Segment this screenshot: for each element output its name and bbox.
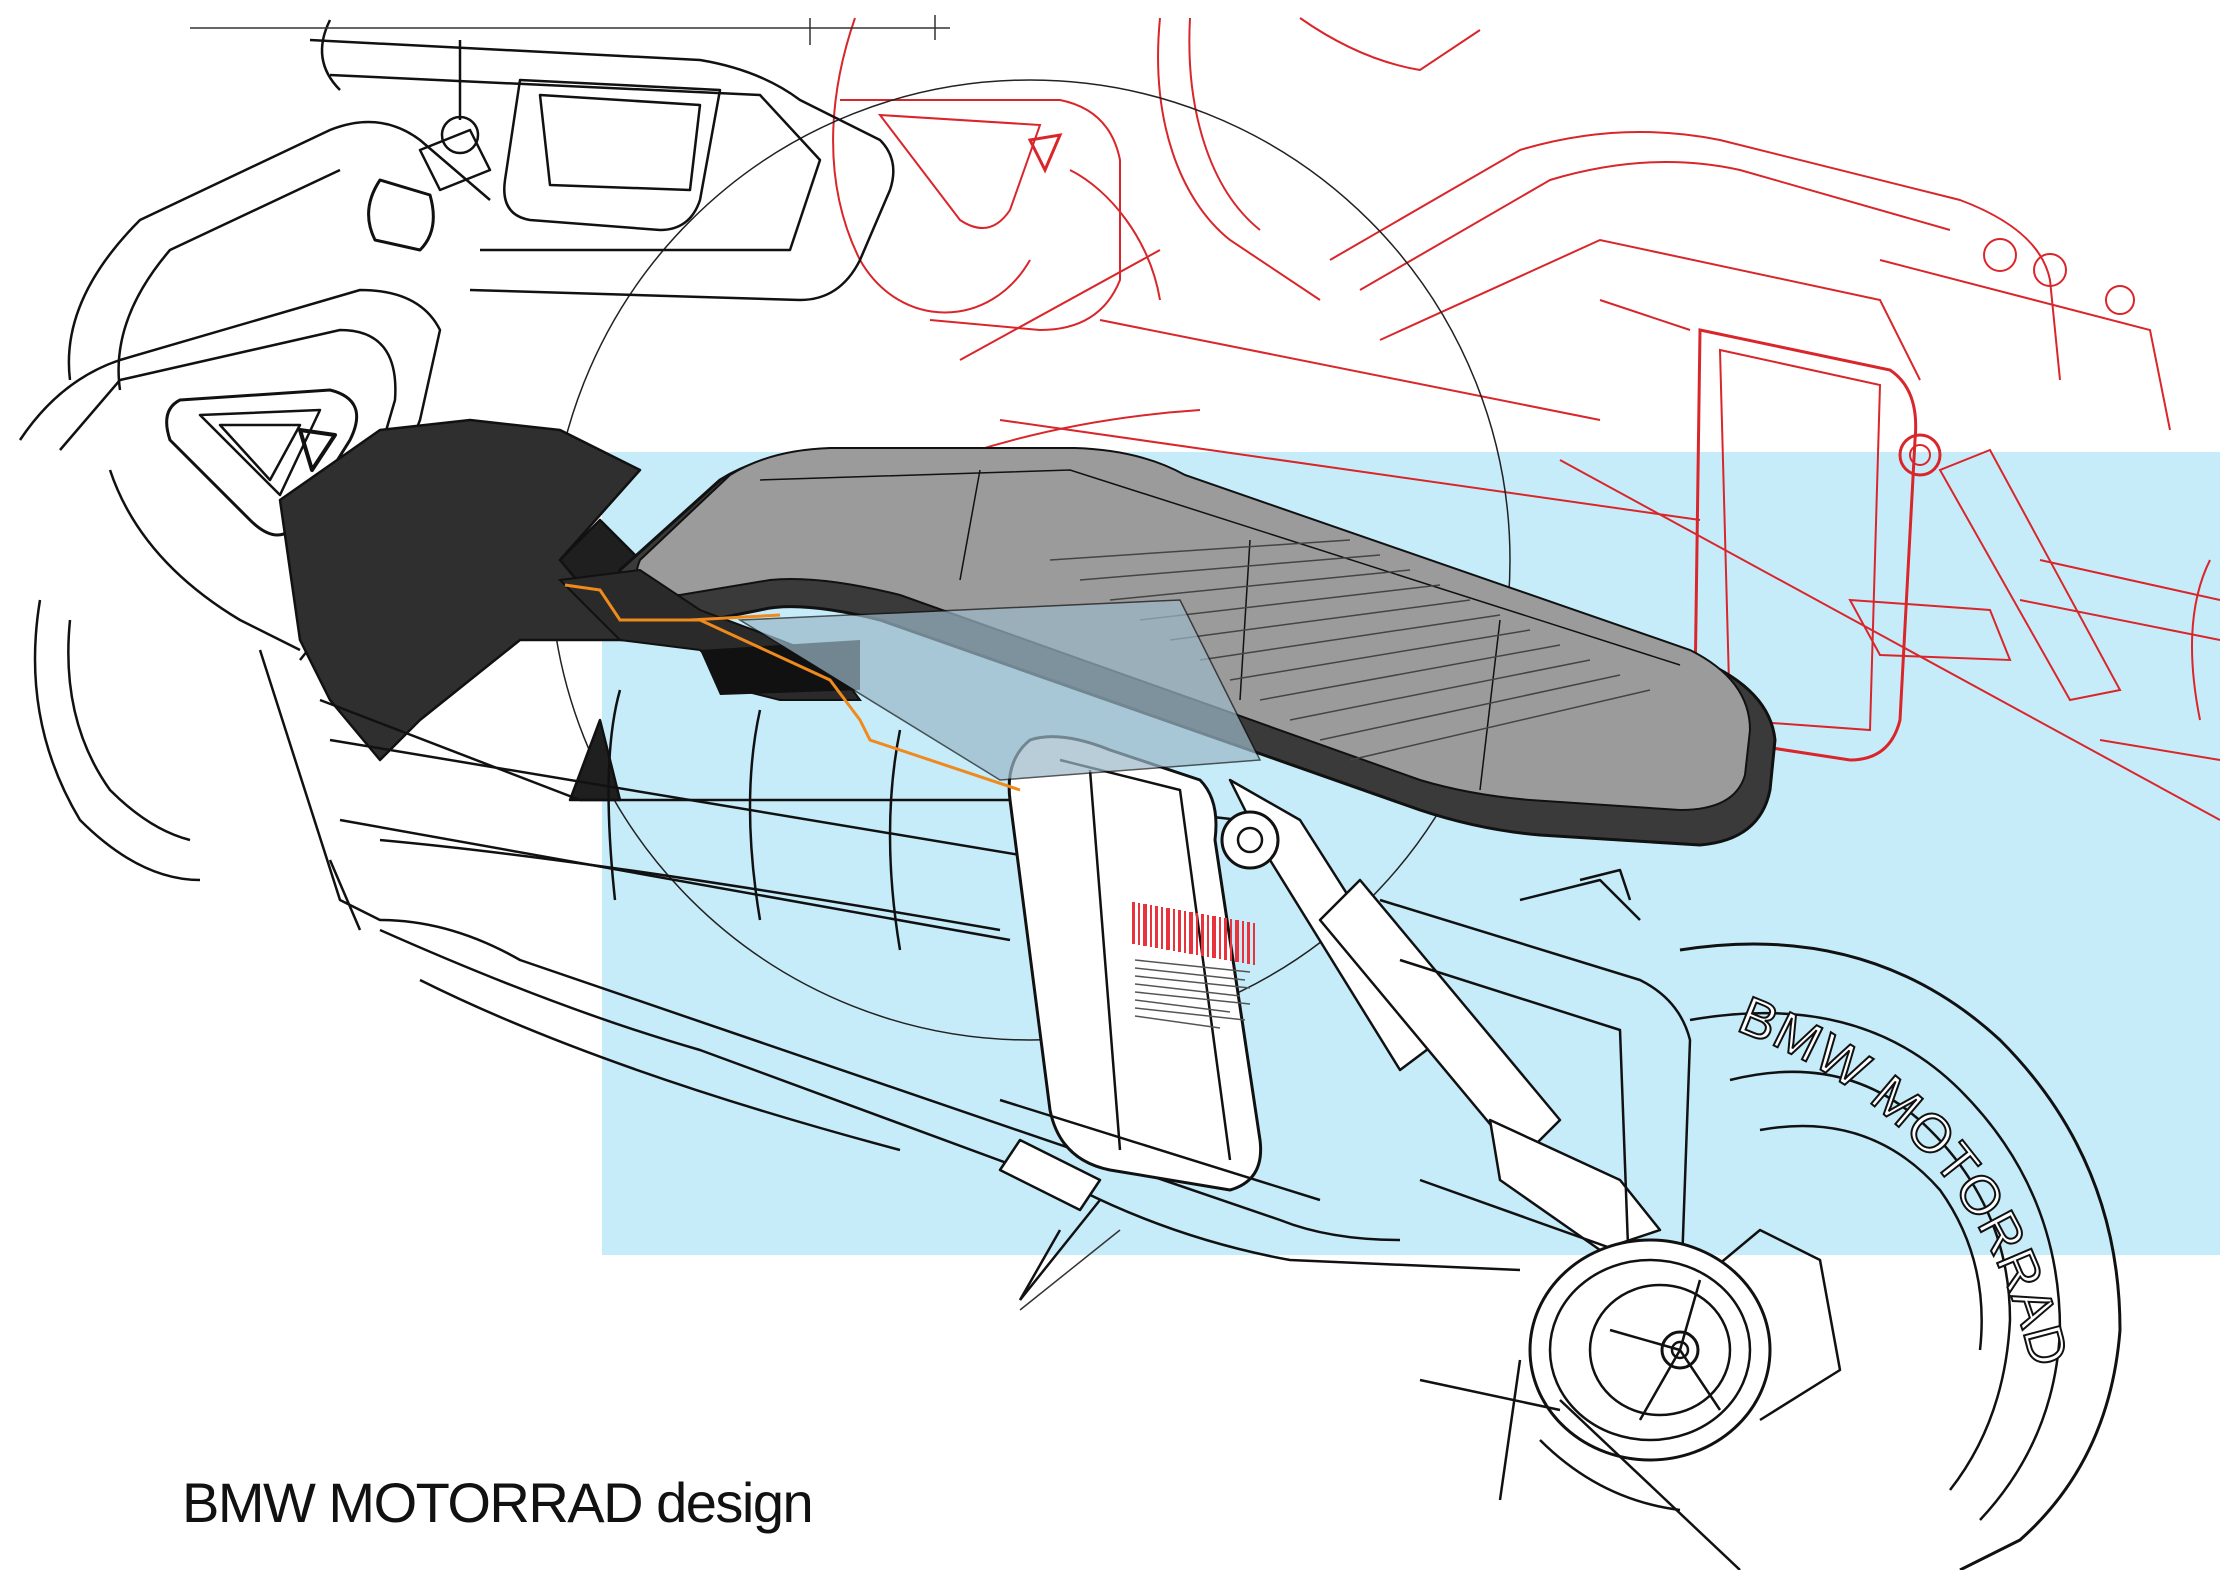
- construction-lines: [190, 15, 1121, 1311]
- caption: BMW MOTORRAD design: [182, 1471, 814, 1534]
- scooter-body: [18, 19, 2122, 1570]
- seat: [557, 447, 1777, 847]
- battery-label: [1132, 902, 1255, 1029]
